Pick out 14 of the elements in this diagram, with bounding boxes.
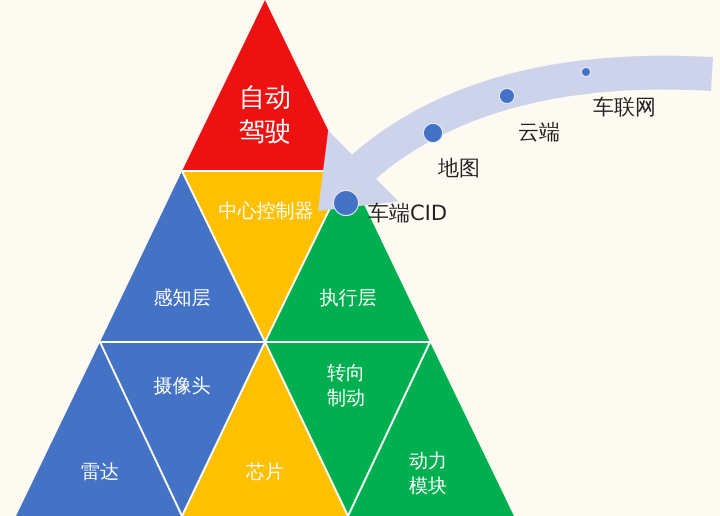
segment-label: 摄像头 (148, 372, 216, 400)
dot-label: 云端 (518, 119, 560, 146)
segment-label: 雷达 (76, 458, 124, 486)
segment-label: 芯片 (241, 458, 289, 486)
segment-label: 执行层 (314, 284, 382, 312)
dot-label: 车联网 (593, 94, 656, 121)
segment-label: 转向制动 (322, 358, 370, 414)
segment-label: 感知层 (148, 284, 216, 312)
curved-arrow (316, 56, 713, 210)
dot-label: 车端CID (368, 200, 448, 227)
segment-label: 中心控制器 (214, 196, 318, 226)
segment-label: 自动驾驶 (230, 80, 300, 152)
segment-label: 动力模块 (404, 446, 452, 502)
dot-label: 地图 (438, 155, 480, 182)
